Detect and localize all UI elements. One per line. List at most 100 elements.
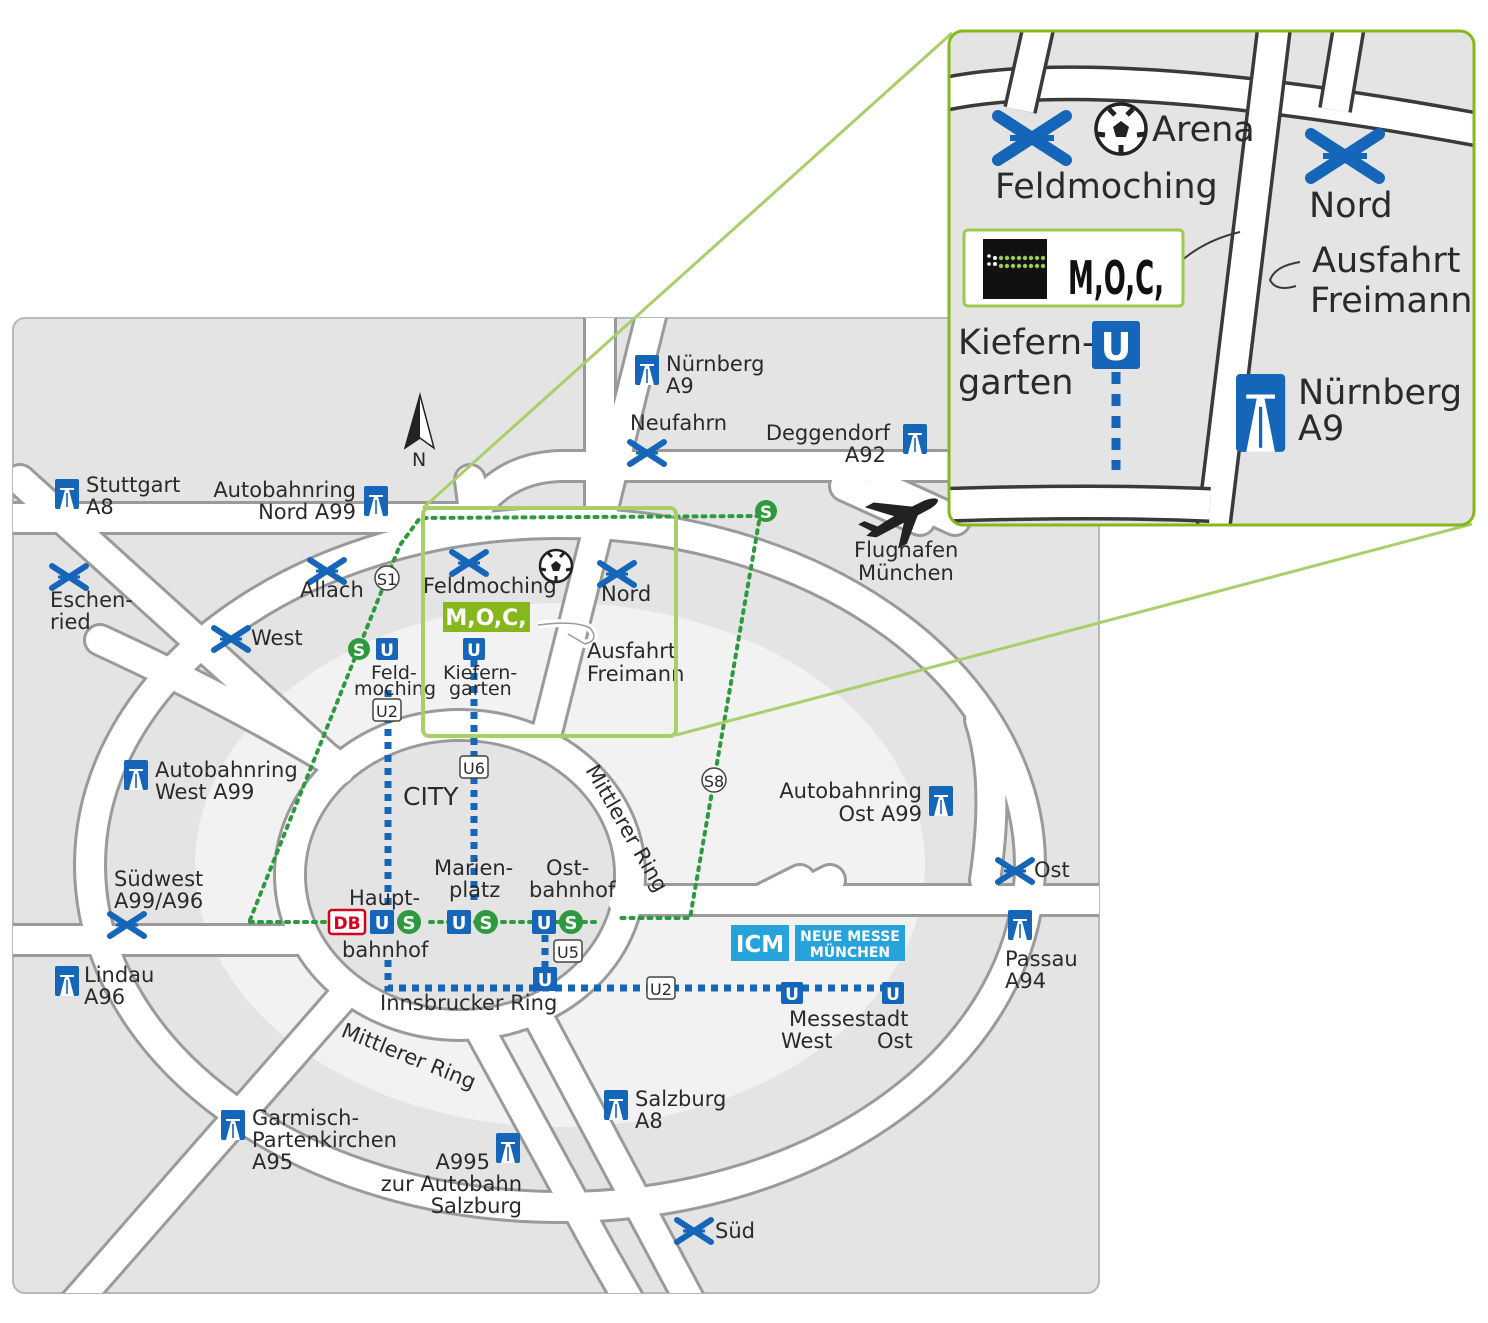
junction-label: Nord <box>1309 186 1393 226</box>
svg-text:München: München <box>858 561 954 585</box>
junction-label: Neufahrn <box>630 411 727 435</box>
s1-line-badge: S1 <box>374 565 400 591</box>
svg-text:U: U <box>467 641 481 661</box>
u2-line-badge: U2 <box>646 976 676 1000</box>
autobahn-icon <box>220 1109 246 1141</box>
junction-label: Feldmoching <box>995 167 1218 207</box>
ubahn-station-icon: U <box>463 638 485 661</box>
svg-text:MÜNCHEN: MÜNCHEN <box>810 943 890 961</box>
exit-label: Ausfahrt <box>1312 241 1460 281</box>
svg-text:Freimann: Freimann <box>587 662 684 686</box>
sbahn-station-icon: S <box>348 638 370 661</box>
station-label: Haupt- <box>349 886 420 910</box>
icm-logo: ICM <box>731 925 789 961</box>
autobahn-label: Nürnberg <box>666 352 764 376</box>
autobahn-label: Autobahnring <box>213 478 356 502</box>
svg-text:U: U <box>537 913 552 934</box>
autobahn-icon <box>902 423 928 455</box>
autobahn-icon <box>123 759 149 791</box>
exit-label: Ausfahrt <box>587 639 676 663</box>
svg-text:moching: moching <box>354 678 436 700</box>
football-icon <box>538 548 574 584</box>
city-label: CITY <box>403 782 459 811</box>
junction-label: Nord <box>601 582 651 606</box>
svg-text:Ost A99: Ost A99 <box>839 802 922 826</box>
zoom-connectors <box>421 31 1473 738</box>
autobahn-icon <box>495 1132 521 1164</box>
autobahn-icon <box>634 354 660 386</box>
ubahn-station-icon: U <box>533 967 557 991</box>
svg-text:U2: U2 <box>376 702 398 721</box>
svg-text:bahnhof: bahnhof <box>529 878 616 902</box>
station-label: Marien- <box>434 856 513 880</box>
arena-label: Arena <box>1152 110 1255 150</box>
junction-label: Süd <box>715 1219 755 1243</box>
junction-label: Ost <box>1034 858 1070 882</box>
autobahn-label: Deggendorf <box>766 421 891 445</box>
inset-map: Arena Feldmoching Nord M,O,C, Ausfahrt F… <box>947 29 1476 527</box>
ubahn-station-icon: U <box>447 910 471 934</box>
ubahn-station-icon: U <box>1092 321 1140 369</box>
svg-text:West: West <box>781 1029 833 1053</box>
u5-line-badge: U5 <box>553 939 583 963</box>
moc-logo-box: M,O,C, <box>962 228 1185 308</box>
autobahn-label: Autobahnring <box>779 779 922 803</box>
autobahn-label: Nürnberg <box>1298 373 1462 413</box>
ubahn-lines <box>384 660 893 992</box>
junction-label: Eschen- <box>50 588 133 612</box>
autobahn-icon <box>54 965 80 997</box>
svg-text:A92: A92 <box>845 443 886 467</box>
autobahn-label: Passau <box>1005 947 1078 971</box>
autobahn-icon <box>928 785 954 817</box>
svg-text:U2: U2 <box>650 980 672 999</box>
neue-messe-logo: NEUE MESSE MÜNCHEN <box>795 925 905 961</box>
svg-text:U: U <box>785 985 799 1005</box>
svg-text:DB: DB <box>333 914 360 934</box>
autobahn-label: Stuttgart <box>86 473 180 497</box>
svg-text:S: S <box>403 913 416 934</box>
svg-text:U: U <box>886 985 900 1005</box>
svg-text:S8: S8 <box>704 772 724 791</box>
svg-text:A99/A96: A99/A96 <box>114 889 203 913</box>
autobahn-icon <box>363 485 389 517</box>
ubahn-station-icon: U <box>532 910 556 934</box>
svg-text:Nord A99: Nord A99 <box>258 500 356 524</box>
ring-label: Innsbrucker Ring <box>380 991 557 1015</box>
autobahn-icon <box>1236 374 1286 452</box>
svg-text:M,O,C,: M,O,C, <box>445 606 526 631</box>
svg-text:A94: A94 <box>1005 969 1046 993</box>
svg-text:ICM: ICM <box>736 932 784 958</box>
u2-line-badge: U2 <box>372 698 402 722</box>
svg-text:U: U <box>538 970 553 991</box>
svg-text:Salzburg: Salzburg <box>431 1194 522 1218</box>
svg-text:Partenkirchen: Partenkirchen <box>252 1128 397 1152</box>
station-label: Messestadt <box>789 1007 908 1031</box>
airport-label: Flughafen <box>854 538 958 562</box>
station-label: Ost- <box>546 856 589 880</box>
svg-text:NEUE MESSE: NEUE MESSE <box>800 929 900 945</box>
sbahn-station-icon: S <box>397 910 421 934</box>
svg-text:garten: garten <box>449 678 512 700</box>
svg-text:U6: U6 <box>463 759 485 778</box>
svg-text:S1: S1 <box>377 570 397 589</box>
north-label: N <box>412 449 426 471</box>
s8-line-badge: S8 <box>701 767 727 793</box>
svg-text:U: U <box>1101 325 1132 369</box>
svg-text:U: U <box>452 913 467 934</box>
moc-logo-text: M,O,C, <box>1068 251 1164 305</box>
svg-text:A8: A8 <box>86 495 114 519</box>
airplane-icon <box>858 498 939 549</box>
moc-badge: M,O,C, <box>443 602 530 632</box>
svg-text:U: U <box>375 913 390 934</box>
u6-line-badge: U6 <box>459 755 489 779</box>
svg-text:A95: A95 <box>252 1150 293 1174</box>
station-label: Kiefern- <box>958 323 1095 363</box>
svg-text:West A99: West A99 <box>155 780 254 804</box>
db-station-icon: DB <box>327 908 367 936</box>
svg-text:S: S <box>565 913 578 934</box>
station-label: Feld- <box>371 662 417 684</box>
svg-text:zur Autobahn: zur Autobahn <box>381 1172 522 1196</box>
ubahn-station-icon: U <box>781 982 803 1005</box>
svg-text:U: U <box>380 641 394 661</box>
